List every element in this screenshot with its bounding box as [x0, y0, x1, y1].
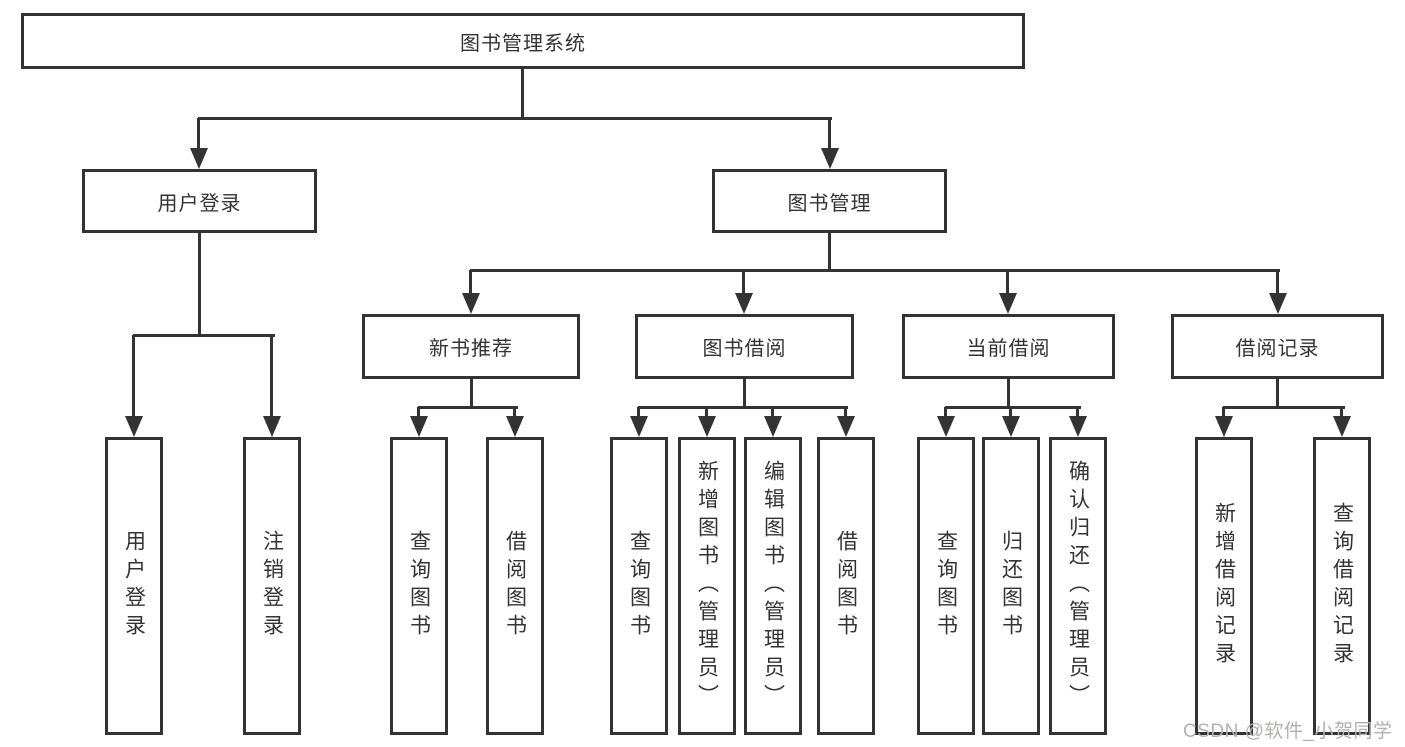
arrow-to-leaf-add-borrow-record — [1215, 407, 1233, 437]
leaf-user-login: 用户登录 — [105, 437, 163, 735]
arrow-to-leaf-query-books-1 — [410, 407, 428, 437]
arrow-to-borrow-records — [1269, 270, 1287, 314]
arrow-to-new-book-recommend — [462, 270, 480, 314]
arrow-to-leaf-confirm-return — [1069, 407, 1087, 437]
connector-root-trunk — [521, 68, 524, 118]
node-borrow-records: 借阅记录 — [1171, 314, 1384, 379]
leaf-query-books-3: 查询图书 — [917, 437, 975, 735]
connector-current-borrow-trunk — [1007, 379, 1010, 409]
leaf-return-book: 归还图书 — [982, 437, 1040, 735]
arrow-to-book-borrow — [735, 270, 753, 314]
connector-level2-rail — [198, 117, 832, 120]
leaf-query-books-2: 查询图书 — [610, 437, 668, 735]
connector-borrow-records-rail — [1223, 406, 1345, 409]
connector-book-borrow-trunk — [743, 379, 746, 409]
leaf-edit-book-admin: 编辑图书（管理员） — [744, 437, 802, 735]
connector-book-borrow-rail — [638, 406, 848, 409]
leaf-logout: 注销登录 — [243, 437, 301, 735]
arrow-to-leaf-return-book — [1002, 407, 1020, 437]
leaf-borrow-books-1: 借阅图书 — [486, 437, 544, 735]
leaf-borrow-books-2: 借阅图书 — [817, 437, 875, 735]
arrow-to-leaf-borrow-books-2 — [837, 407, 855, 437]
connector-current-borrow-rail — [945, 406, 1081, 409]
arrow-to-leaf-add-book — [698, 407, 716, 437]
leaf-query-borrow-record: 查询借阅记录 — [1313, 437, 1371, 735]
arrow-to-user-login — [190, 118, 208, 169]
connector-user-login-trunk — [198, 233, 201, 335]
connector-level3-rail — [470, 269, 1280, 272]
node-user-login: 用户登录 — [82, 169, 317, 233]
arrow-to-leaf-user-login — [125, 335, 143, 437]
node-library-management-system: 图书管理系统 — [21, 13, 1025, 69]
arrow-to-leaf-logout — [263, 335, 281, 437]
leaf-query-books-1: 查询图书 — [390, 437, 448, 735]
leaf-add-borrow-record: 新增借阅记录 — [1195, 437, 1253, 735]
connector-new-book-recommend-trunk — [470, 379, 473, 409]
node-new-book-recommend: 新书推荐 — [362, 314, 580, 379]
arrow-to-leaf-query-borrow-record — [1333, 407, 1351, 437]
arrow-to-leaf-query-books-2 — [630, 407, 648, 437]
leaf-confirm-return-admin: 确认归还（管理员） — [1049, 437, 1107, 735]
arrow-to-leaf-query-books-3 — [937, 407, 955, 437]
connector-new-book-recommend-rail — [418, 406, 518, 409]
node-current-borrow: 当前借阅 — [902, 314, 1115, 379]
arrow-to-book-management — [821, 118, 839, 169]
connector-user-login-rail — [133, 334, 275, 337]
arrow-to-leaf-borrow-books-1 — [506, 407, 524, 437]
csdn-watermark: CSDN @软件_小贺同学 — [1183, 721, 1393, 742]
leaf-add-book-admin: 新增图书（管理员） — [678, 437, 736, 735]
connector-book-management-trunk — [828, 233, 831, 271]
arrow-to-leaf-edit-book — [764, 407, 782, 437]
node-book-management: 图书管理 — [712, 169, 947, 233]
node-book-borrow: 图书借阅 — [635, 314, 854, 379]
arrow-to-current-borrow — [999, 270, 1017, 314]
connector-borrow-records-trunk — [1276, 379, 1279, 409]
